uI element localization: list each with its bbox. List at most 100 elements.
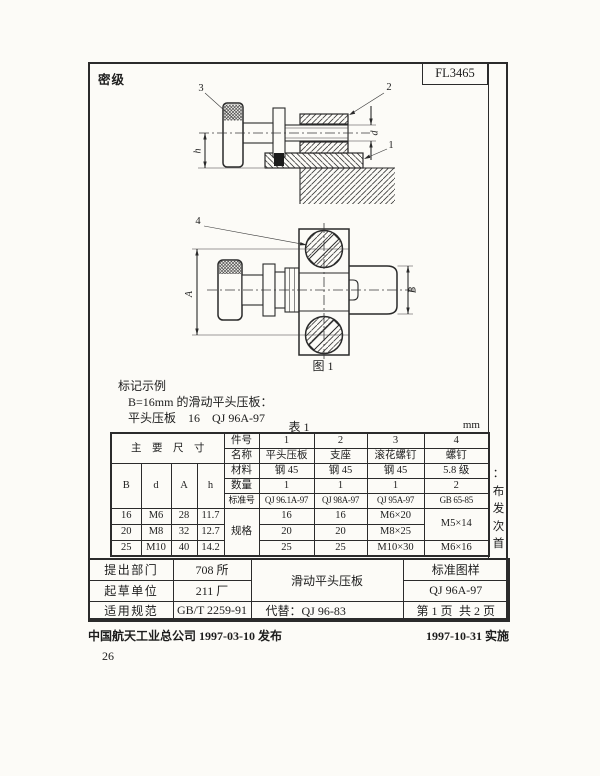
spec: M6×20 [366, 507, 425, 525]
drafter-value: 211 厂 [172, 579, 252, 602]
support-block [299, 113, 349, 154]
proposer-label: 提出部门 [88, 558, 174, 581]
doc-code: FL3465 [435, 66, 475, 80]
page-number: 26 [102, 649, 114, 663]
row-label-item: 件号 [223, 432, 260, 449]
std-no: QJ 98A-97 [313, 492, 368, 509]
dim-h: 12.7 [196, 523, 225, 541]
dimension-A: A [185, 248, 349, 336]
dim-A: 40 [170, 539, 198, 557]
figure-caption: 图 1 [312, 359, 334, 373]
item-no: 2 [313, 432, 368, 449]
spec: M6×16 [423, 539, 490, 557]
proposer-value: 708 所 [172, 558, 252, 581]
callout-4: 4 [195, 216, 307, 246]
qty: 2 [423, 477, 490, 494]
product-name: 滑动平头压板 [250, 558, 404, 602]
dim-col-A: A [170, 462, 198, 509]
dim-h: 11.7 [196, 507, 225, 525]
title-block-table: 提出部门 708 所 滑动平头压板 标准图样 起草单位 211 厂 QJ 96A… [88, 558, 510, 622]
first-issue-note: ：布发次首 [492, 468, 505, 550]
clamp-plate [264, 152, 364, 169]
side-rule [488, 62, 489, 558]
knurled-knob [222, 102, 244, 168]
main-dims-header: 主 要 尺 寸 [110, 432, 225, 464]
qty: 1 [313, 477, 368, 494]
dim-d-label: d [370, 130, 381, 136]
spec: M5×14 [423, 507, 490, 541]
row-label-qty: 数量 [223, 477, 260, 494]
row-label-std: 标准号 [223, 492, 260, 509]
doc-type: 标准图样 [402, 558, 510, 581]
qty: 1 [258, 477, 315, 494]
dim-A-label: A [185, 290, 195, 298]
qty: 1 [366, 477, 425, 494]
standard-number: QJ 96A-97 [402, 579, 510, 602]
material: 钢 45 [366, 462, 425, 479]
std-no: GB 65-85 [423, 492, 490, 509]
slide-plate [272, 107, 286, 166]
svg-text:4: 4 [195, 216, 201, 227]
spec: M10×30 [366, 539, 425, 557]
figure-top-view: A B 4 [185, 216, 419, 361]
row-label-material: 材料 [223, 462, 260, 479]
spec-value: GB/T 2259-91 [172, 600, 252, 622]
dim-d: M10 [140, 539, 172, 557]
callout-3: 3 [198, 83, 236, 121]
std-no: QJ 96.1A-97 [258, 492, 315, 509]
classification-label: 密级 [98, 73, 126, 87]
dimension-B: B [397, 265, 419, 315]
part-name: 滚花螺钉 [366, 447, 425, 464]
dimension-d: d [348, 106, 381, 160]
svg-text:1: 1 [388, 140, 393, 151]
dim-B: 16 [110, 507, 142, 525]
dimension-h: h [193, 133, 264, 169]
page-info: 第 1 页 共 2 页 [402, 600, 510, 622]
dim-h: 14.2 [196, 539, 225, 557]
marking-line-1: B=16mm 的滑动平头压板： [128, 395, 273, 409]
dim-A: 32 [170, 523, 198, 541]
row-label-name: 名称 [223, 447, 260, 464]
spec-table: 主 要 尺 寸 件号 1 2 3 4 名称 平头压板 支座 滚花螺钉 螺钉 B … [110, 432, 490, 557]
callout-2: 2 [349, 82, 392, 115]
pages-total: 共 2 页 [458, 604, 495, 619]
dim-h-label: h [193, 149, 204, 154]
callout-1: 1 [364, 140, 394, 159]
replaces-note: 代替：QJ 96-83 [250, 600, 404, 622]
dim-d: M8 [140, 523, 172, 541]
dim-d: M6 [140, 507, 172, 525]
dim-col-h: h [196, 462, 225, 509]
material: 5.8 级 [423, 462, 490, 479]
table1-caption: 表 1 [288, 420, 310, 434]
dim-B: 25 [110, 539, 142, 557]
spec: 16 [313, 507, 368, 525]
implement-date: 1997-10-31 实施 [426, 629, 509, 643]
issue-line: 中国航天工业总公司 1997-03-10 发布 1997-10-31 实施 [88, 627, 509, 644]
spec: 25 [313, 539, 368, 557]
material: 钢 45 [258, 462, 315, 479]
dim-A: 28 [170, 507, 198, 525]
dim-col-d: d [140, 462, 172, 509]
dim-B: 20 [110, 523, 142, 541]
workpiece-section [299, 167, 395, 204]
material: 钢 45 [313, 462, 368, 479]
table1-unit: mm [462, 419, 480, 431]
part-name: 螺钉 [423, 447, 490, 464]
spec: 25 [258, 539, 315, 557]
row-label-spec: 规格 [223, 507, 260, 557]
std-no: QJ 95A-97 [366, 492, 425, 509]
spec: M8×25 [366, 523, 425, 541]
spec: 16 [258, 507, 315, 525]
part-name: 支座 [313, 447, 368, 464]
doc-code-box: FL3465 [422, 62, 488, 85]
svg-text:2: 2 [386, 82, 391, 93]
item-no: 3 [366, 432, 425, 449]
svg-text:3: 3 [198, 83, 203, 94]
figure-side-view: h d 3 2 1 [193, 82, 395, 204]
table1-caption-row: 表 1 mm [110, 418, 488, 435]
item-no: 4 [423, 432, 490, 449]
spec-label: 适用规范 [88, 600, 174, 622]
page-no: 第 1 页 [416, 604, 453, 619]
dim-B-label: B [408, 287, 419, 293]
